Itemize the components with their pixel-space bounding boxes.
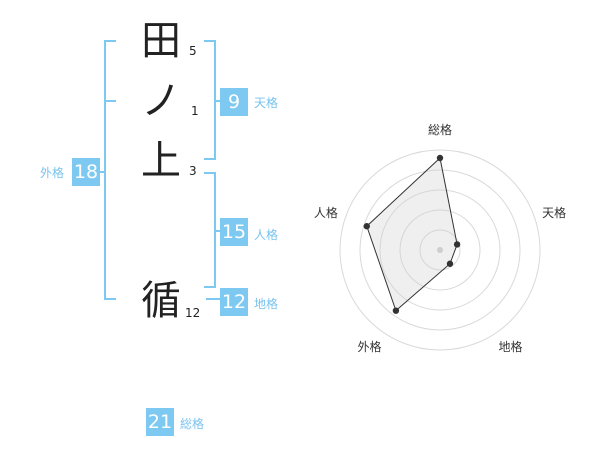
radar-axis-label-4: 外格 xyxy=(357,339,381,354)
radar-ring xyxy=(399,209,481,291)
radar-axis-label-3: 地格 xyxy=(499,339,523,354)
radar-point-1 xyxy=(436,154,444,162)
soukaku-score: 21 xyxy=(146,408,174,436)
gaikaku-score: 18 xyxy=(72,158,100,186)
radar-ring xyxy=(339,149,541,351)
radar-point-3 xyxy=(446,260,454,267)
stroke-count-3: 3 xyxy=(189,164,197,178)
radar-center xyxy=(437,247,443,253)
name-char-4: 循 xyxy=(141,278,181,324)
radar-ring xyxy=(379,189,501,311)
jinkaku-label: 人格 xyxy=(254,228,279,242)
tenkaku-label: 天格 xyxy=(254,96,279,110)
radar-axis-label-2: 天格 xyxy=(542,205,566,220)
name-char-2: ノ xyxy=(141,78,181,124)
stroke-count-4: 12 xyxy=(185,306,201,320)
name-char-3: 上 xyxy=(141,138,181,184)
tenkaku-bracket-top xyxy=(204,40,216,42)
stroke-count-1: 5 xyxy=(189,44,197,58)
radar-point-2 xyxy=(453,241,461,248)
stroke-count-2: 1 xyxy=(191,104,199,118)
jinkaku-score: 15 xyxy=(220,218,248,246)
radar-ring xyxy=(419,229,461,271)
tenkaku-connector xyxy=(214,100,220,102)
jinkaku-connector xyxy=(214,230,220,232)
gaikaku-label: 外格 xyxy=(40,166,65,180)
chikaku-score: 12 xyxy=(220,288,248,316)
gaikaku-bracket-mid xyxy=(104,100,116,102)
chikaku-connector xyxy=(206,298,220,300)
jinkaku-bracket-bottom xyxy=(204,286,216,288)
gaikaku-bracket-top xyxy=(104,40,116,42)
tenkaku-score: 9 xyxy=(220,88,248,116)
radar-point-4 xyxy=(392,307,400,314)
tenkaku-bracket-bottom xyxy=(204,158,216,160)
jinkaku-bracket-top xyxy=(204,172,216,174)
chikaku-label: 地格 xyxy=(254,297,279,311)
radar-axis-label-5: 人格 xyxy=(314,205,338,220)
name-char-1: 田 xyxy=(141,18,181,64)
gaikaku-connector xyxy=(100,171,106,173)
radar-area xyxy=(366,157,458,312)
radar-point-5 xyxy=(363,223,370,230)
radar-ring xyxy=(359,169,521,331)
gaikaku-bracket-vertical xyxy=(104,40,106,300)
gaikaku-bracket-bottom xyxy=(104,298,116,300)
radar-axis-label-1: 総格 xyxy=(428,122,452,137)
soukaku-label: 総格 xyxy=(180,417,205,431)
